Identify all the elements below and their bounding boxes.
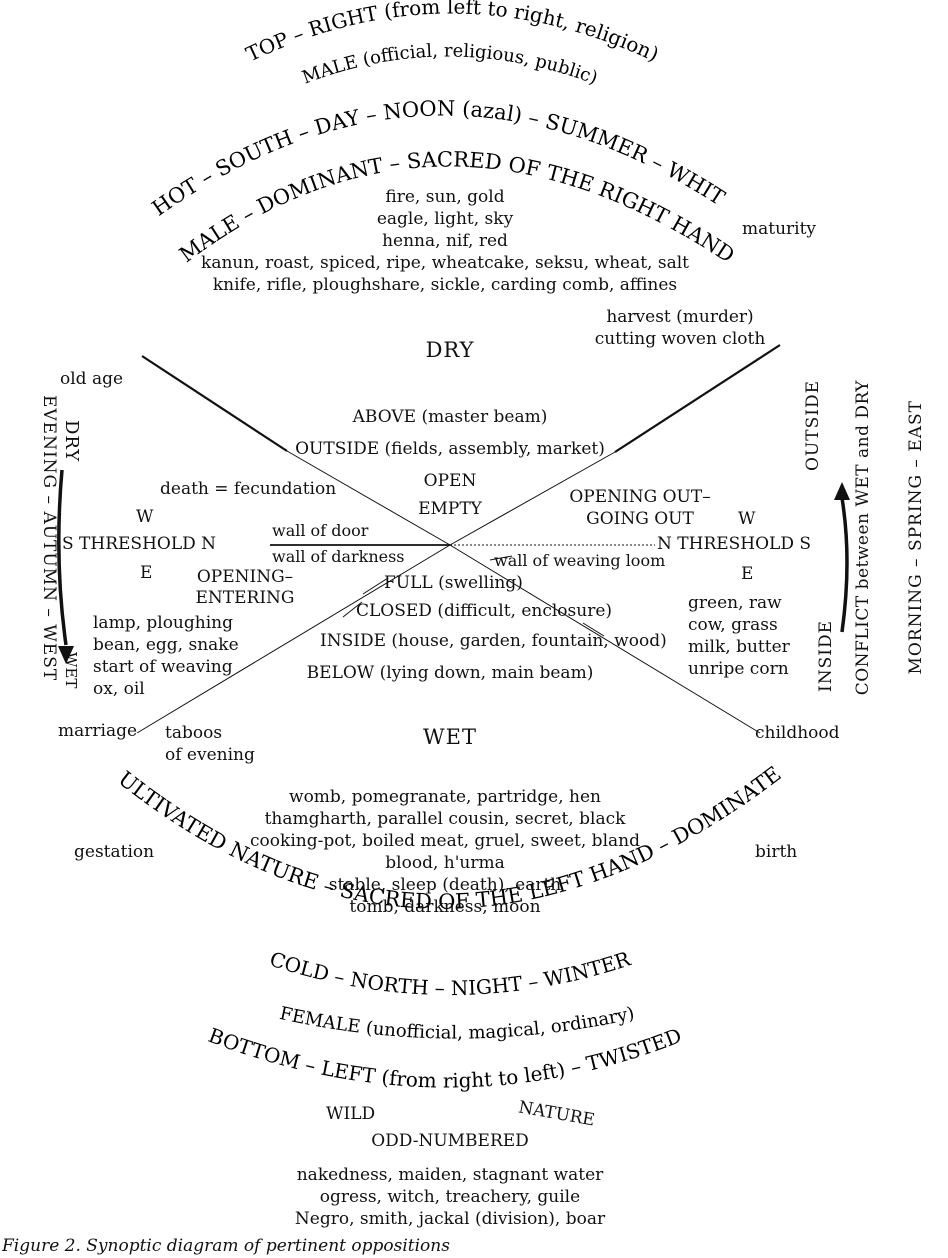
opening-out-1: OPENING OUT– [569,487,711,507]
diagonal-line-center-upper-right [449,451,616,546]
cutting-cloth-label: cutting woven cloth [594,329,766,349]
childhood-label: childhood [755,723,840,743]
arrow-dry-to-wet [57,469,68,646]
bottom-item-4: blood, h'urma [385,853,505,873]
above-label: ABOVE (master beam) [352,407,548,427]
dry-side-label: DRY [61,420,82,463]
threshold-right-e: E [741,564,754,584]
wild-item-2: ogress, witch, treachery, guile [319,1187,581,1207]
connector-closed [342,601,363,618]
top-item-2: eagle, light, sky [376,209,514,229]
closed-label: CLOSED (difficult, enclosure) [356,601,613,621]
arrow-inside-to-outside [840,497,849,633]
outside-label: OUTSIDE (fields, assembly, market) [295,439,605,459]
right-item-2: cow, grass [688,615,778,635]
bottom-item-1: womb, pomegranate, partridge, hen [289,787,601,807]
odd-numbered-label: ODD-NUMBERED [371,1131,529,1151]
wet-side-label: WET [62,652,80,689]
outside-side-label: OUTSIDE [803,380,823,472]
birth-label: birth [755,842,798,862]
threshold-right-main: N THRESHOLD S [657,534,812,554]
taboos-label-1: taboos [165,723,223,743]
threshold-right-w: W [738,509,756,529]
harvest-label: harvest (murder) [606,307,754,327]
diagonal-line-upper-left [141,355,288,452]
connector-wood [582,622,605,637]
bottom-item-3: cooking-pot, boiled meat, gruel, sweet, … [250,831,640,851]
maturity-label: maturity [742,219,817,239]
diagonal-line-upper-right [614,344,781,453]
top-item-4: kanun, roast, spiced, ripe, wheatcake, s… [201,253,689,273]
diagonal-line-center-upper-left [286,450,451,546]
arc-female: FEMALE (unofficial, magical, ordinary) [278,1003,637,1044]
left-item-1: lamp, ploughing [93,613,233,633]
left-item-2: bean, egg, snake [93,635,239,655]
death-fecundation-label: death = fecundation [160,479,337,499]
marriage-label: marriage [58,721,138,741]
empty-label: EMPTY [418,499,482,519]
connector-loom [489,555,513,561]
open-label: OPEN [423,471,477,491]
top-item-1: fire, sun, gold [385,187,505,207]
full-label: FULL (swelling) [384,573,523,593]
opening-entering-2: ENTERING [195,588,295,608]
inside-side-label: INSIDE [816,620,836,692]
left-item-3: start of weaving [93,657,233,677]
diagonal-line-lower-right [449,544,761,734]
arrow-head-up [834,482,850,500]
below-label: BELOW (lying down, main beam) [306,663,594,683]
right-item-4: unripe corn [688,659,789,679]
bottom-item-5: stable, sleep (death), earth [328,875,562,895]
wet-center-label: WET [423,725,477,749]
arc-cold-north: COLD – NORTH – NIGHT – WINTER [267,946,634,1000]
arc-male: MALE (official, religious, public) [299,40,600,88]
top-item-3: henna, nif, red [382,231,508,251]
diagonal-line-lower-left [136,544,451,734]
wall-of-loom-label: wall of weaving loom [494,551,666,570]
threshold-left-main: S THRESHOLD N [62,534,217,554]
wild-item-3: Negro, smith, jackal (division), boar [294,1209,606,1229]
opening-entering-1: OPENING– [196,567,294,587]
arrow-head-down [58,646,74,664]
conflict-side-label: CONFLICT between WET and DRY [853,380,873,696]
top-item-5: knife, rifle, ploughshare, sickle, cardi… [212,275,678,295]
taboos-label-2: of evening [165,745,255,765]
threshold-left-w: W [136,507,154,527]
threshold-left-e: E [140,563,153,583]
wild-label: WILD [326,1104,376,1124]
bottom-item-6: tomb, darkness, moon [349,897,541,917]
morning-spring-east: MORNING – SPRING – EAST [906,400,926,675]
opening-out-2: GOING OUT [586,509,694,529]
inside-label: INSIDE (house, garden, fountain, wood) [320,631,667,651]
dry-center-label: DRY [425,338,475,362]
right-item-1: green, raw [688,593,782,613]
old-age-label: old age [60,369,124,389]
evening-autumn-west: EVENING – AUTUMN – WEST [39,395,59,682]
gestation-label: gestation [74,842,155,862]
left-item-4: ox, oil [93,679,145,699]
figure-caption: Figure 2. Synoptic diagram of pertinent … [2,1236,450,1256]
right-item-3: milk, butter [688,637,790,657]
bottom-item-2: thamgharth, parallel cousin, secret, bla… [264,809,626,829]
connector-full [362,577,389,595]
wall-of-door-label: wall of door [272,521,369,540]
wall-of-darkness-label: wall of darkness [272,547,405,566]
wild-item-1: nakedness, maiden, stagnant water [296,1165,604,1185]
